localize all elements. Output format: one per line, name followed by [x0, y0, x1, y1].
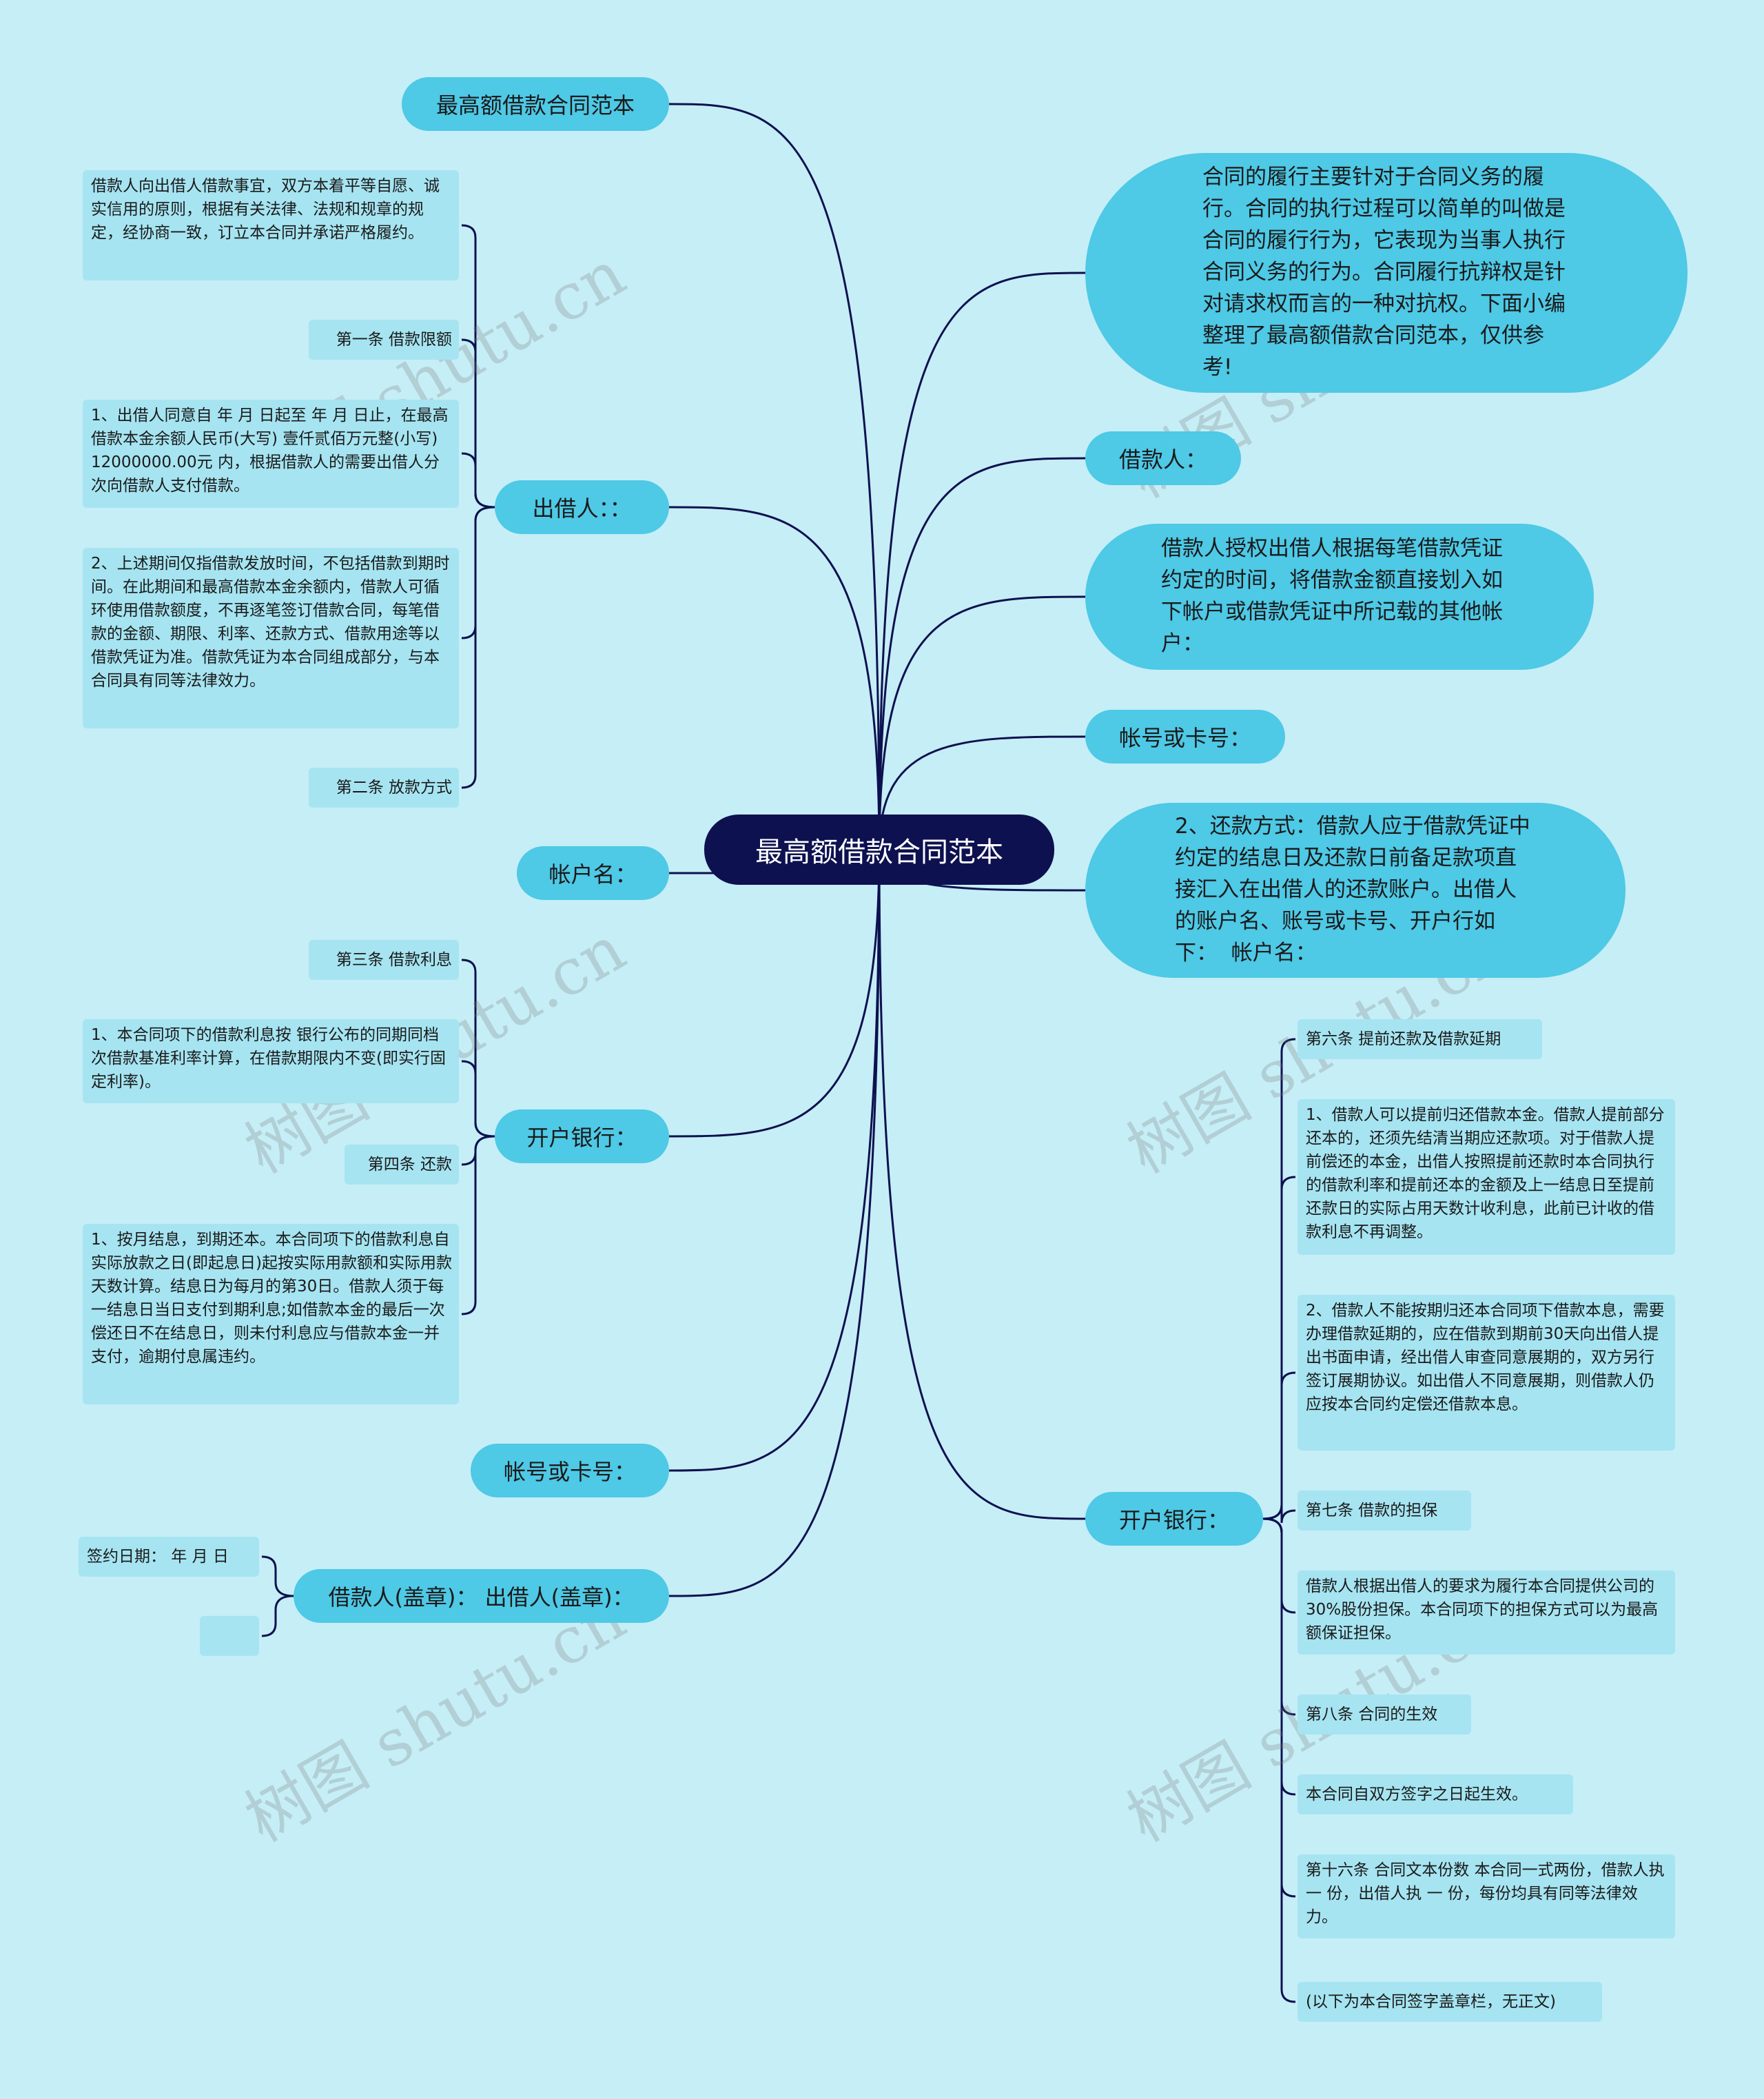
intro-bubble: 合同的履行主要针对于合同义务的履行。合同的执行过程可以简单的叫做是合同的履行行为… — [1085, 153, 1688, 393]
bank-interest-clause: 1、本合同项下的借款利息按 银行公布的同期同档次借款基准利率计算，在借款期限内不… — [83, 1019, 459, 1103]
root-link-left — [668, 506, 881, 850]
right-article-6: 第六条 提前还款及借款延期 — [1298, 1019, 1542, 1059]
branch-lender[interactable]: 出借人：： — [495, 480, 669, 534]
bracket-link — [1262, 1517, 1296, 1716]
right-article-8: 第八条 合同的生效 — [1298, 1694, 1471, 1734]
root-link-right — [878, 735, 1086, 850]
bracket-link — [1262, 1517, 1296, 1614]
branch-account-name-left[interactable]: 帐户名： — [517, 846, 669, 900]
bracket-link — [461, 1060, 495, 1138]
branch-bank-right[interactable]: 开户银行： — [1085, 1492, 1263, 1546]
repay-text: 2、还款方式：借款人应于借款凭证中约定的结息日及还款日前备足款项直接汇入在出借人… — [1175, 814, 1530, 965]
bracket-link — [461, 1135, 495, 1315]
extension-clause: 2、借款人不能按期归还本合同项下借款本息，需要办理借款延期的，应在借款到期前30… — [1298, 1295, 1675, 1451]
root-link-left — [668, 849, 881, 1138]
root-link-right — [878, 595, 1086, 850]
branch-account-no-left[interactable]: 帐号或卡号： — [471, 1444, 669, 1497]
repay-bubble: 2、还款方式：借款人应于借款凭证中约定的结息日及还款日前备足款项直接汇入在出借人… — [1085, 803, 1625, 978]
authorize-bubble: 借款人授权出借人根据每笔借款凭证约定的时间，将借款金额直接划入如下帐户或借款凭证… — [1085, 524, 1594, 670]
bracket-link — [261, 1555, 294, 1597]
root-link-left — [668, 103, 881, 850]
root-link-right — [878, 849, 1086, 1520]
right-article-7: 第七条 借款的担保 — [1298, 1491, 1471, 1530]
root-link-left — [668, 849, 881, 1597]
lender-intro-text: 借款人向出借人借款事宜，双方本着平等自愿、诚实信用的原则，根据有关法律、法规和规… — [83, 170, 459, 280]
copies-clause: 第十六条 合同文本份数 本合同一式两份，借款人执 一 份，出借人执 一 份，每份… — [1298, 1854, 1675, 1938]
bracket-link — [1262, 1176, 1296, 1520]
bracket-link — [1262, 1517, 1296, 1796]
guarantee-clause: 借款人根据出借人的要求为履行本合同提供公司的30%股份担保。本合同项下的担保方式… — [1298, 1570, 1675, 1655]
branch-bank-left[interactable]: 开户银行： — [495, 1109, 669, 1163]
bank-article-3: 第三条 借款利息 — [309, 940, 459, 980]
branch-borrower[interactable]: 借款人： — [1085, 431, 1241, 485]
root-link-right — [878, 272, 1086, 850]
bracket-link — [461, 506, 495, 639]
effective-clause: 本合同自双方签字之日起生效。 — [1298, 1774, 1573, 1814]
root-link-right — [878, 457, 1086, 850]
branch-account-no-right[interactable]: 帐号或卡号： — [1085, 710, 1285, 764]
bracket-link — [461, 224, 495, 509]
branch-seal[interactable]: 借款人(盖章)： 出借人(盖章)： — [294, 1569, 669, 1623]
bracket-link — [261, 1595, 294, 1637]
lender-article-2: 第二条 放款方式 — [309, 768, 459, 808]
bracket-link — [1262, 1504, 1296, 1524]
intro-text: 合同的履行主要针对于合同义务的履行。合同的执行过程可以简单的叫做是合同的履行行为… — [1202, 165, 1566, 380]
bracket-link — [461, 338, 495, 509]
bracket-link — [461, 506, 495, 789]
bank-article-4: 第四条 还款 — [345, 1145, 459, 1185]
lender-clause-2: 2、上述期间仅指借款发放时间，不包括借款到期时间。在此期间和最高借款本金余额内，… — [83, 548, 459, 728]
seal-sign-date: 签约日期： 年 月 日 — [79, 1537, 259, 1577]
bracket-link — [1262, 1517, 1296, 2003]
signature-note: (以下为本合同签字盖章栏，无正文) — [1298, 1982, 1602, 2022]
seal-empty-box — [200, 1616, 259, 1656]
bracket-link — [1262, 1517, 1296, 1898]
bracket-link — [461, 959, 495, 1138]
lender-article-1: 第一条 借款限额 — [309, 320, 459, 360]
bracket-link — [461, 452, 495, 509]
bracket-link — [1262, 1038, 1296, 1520]
branch-title[interactable]: 最高额借款合同范本 — [402, 77, 669, 131]
lender-clause-1: 1、出借人同意自 年 月 日起至 年 月 日止，在最高借款本金余额人民币(大写)… — [83, 400, 459, 508]
early-repay-clause: 1、借款人可以提前归还借款本金。借款人提前部分还本的，还须先结清当期应还款项。对… — [1298, 1099, 1675, 1255]
authorize-text: 借款人授权出借人根据每笔借款凭证约定的时间，将借款金额直接划入如下帐户或借款凭证… — [1161, 536, 1503, 656]
root-node[interactable]: 最高额借款合同范本 — [704, 815, 1054, 885]
root-link-left — [668, 849, 881, 1472]
bank-repay-clause: 1、按月结息，到期还本。本合同项下的借款利息自实际放款之日(即起息日)起按实际用… — [83, 1224, 459, 1404]
bracket-link — [1262, 1371, 1296, 1520]
